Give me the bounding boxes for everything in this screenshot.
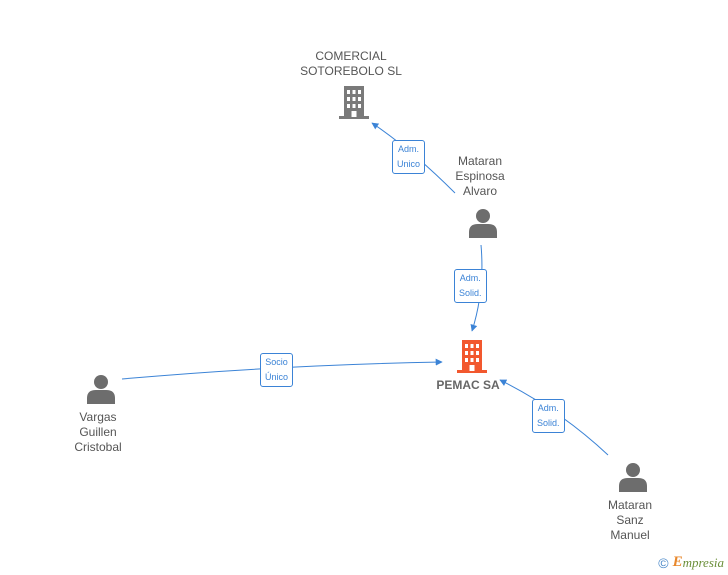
person-mataran-sanz-label[interactable]: Mataran Sanz Manuel	[590, 498, 670, 543]
company-comercial-name-line1: COMERCIAL	[315, 49, 387, 63]
edge-label-adm-unico[interactable]: Adm. Unico	[392, 140, 426, 174]
company-pemac-name: PEMAC SA	[436, 378, 500, 392]
person-mataran-espinosa-line2: Espinosa	[455, 169, 505, 183]
person-icon[interactable]	[86, 374, 116, 404]
edge-label-line2: Unico	[397, 159, 421, 169]
person-mataran-sanz-line2: Sanz	[616, 513, 644, 527]
person-icon[interactable]	[468, 208, 498, 238]
building-icon[interactable]	[338, 84, 370, 120]
edge-label-line2: Solid.	[537, 418, 560, 428]
person-vargas-line1: Vargas	[79, 410, 117, 424]
edge-label-adm-solid-lower[interactable]: Adm. Solid.	[532, 399, 565, 433]
company-comercial-name-line2: SOTOREBOLO SL	[300, 64, 402, 78]
edge-label-socio-unico[interactable]: Socio Único	[260, 353, 294, 387]
person-icon[interactable]	[618, 462, 648, 492]
building-icon[interactable]	[456, 338, 488, 374]
edge-label-line2: Único	[265, 372, 289, 382]
copyright-icon: ©	[658, 554, 669, 571]
company-comercial-label[interactable]: COMERCIAL SOTOREBOLO SL	[291, 49, 411, 79]
person-mataran-sanz-line1: Mataran	[607, 498, 653, 512]
company-pemac-label[interactable]: PEMAC SA	[428, 378, 508, 393]
edge-label-line1: Adm.	[537, 403, 559, 413]
person-mataran-espinosa-label[interactable]: Mataran Espinosa Alvaro	[440, 154, 520, 199]
person-mataran-sanz-line3: Manuel	[610, 528, 650, 542]
edge-label-line1: Adm.	[459, 273, 481, 283]
edge-label-line1: Socio	[265, 357, 288, 367]
person-vargas-line3: Cristobal	[74, 440, 122, 454]
person-vargas-line2: Guillen	[79, 425, 117, 439]
edge-label-adm-solid-upper[interactable]: Adm. Solid.	[454, 269, 487, 303]
edge-label-line2: Solid.	[459, 288, 482, 298]
edge-label-line1: Adm.	[398, 144, 420, 154]
person-mataran-espinosa-line1: Mataran	[457, 154, 503, 168]
empresia-logo-initial: E	[672, 554, 683, 570]
person-mataran-espinosa-line3: Alvaro	[462, 184, 497, 198]
empresia-logo-text: mpresia	[682, 554, 724, 570]
person-vargas-label[interactable]: Vargas Guillen Cristobal	[58, 410, 138, 455]
empresia-watermark[interactable]: © E mpresia	[658, 554, 724, 571]
